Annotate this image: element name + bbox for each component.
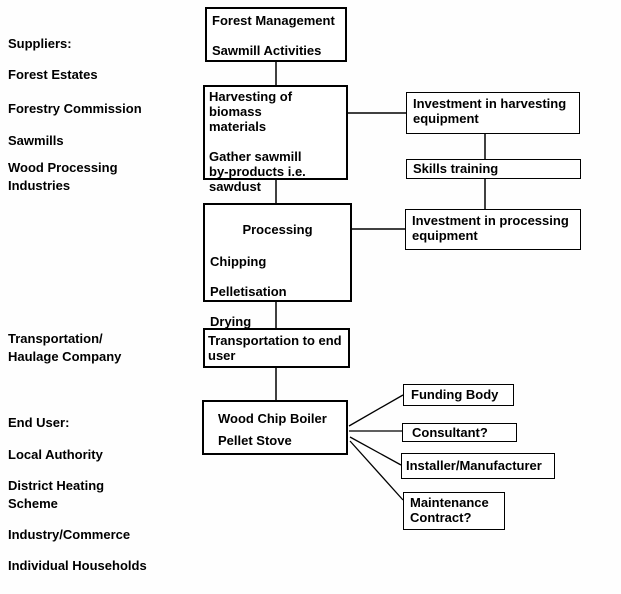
label-forest-estates: Forest Estates xyxy=(8,67,98,82)
connector-enduse-to-funding xyxy=(348,394,404,427)
box-maintenance-contract: Maintenance Contract? xyxy=(403,492,505,530)
connector-enduse-to-maintenance xyxy=(349,440,404,501)
box-wood-chip-boiler-pellet-stove: Wood Chip Boiler Pellet Stove xyxy=(202,400,348,455)
box-harvesting-biomass: Harvesting of biomass materials Gather s… xyxy=(203,85,348,194)
box-forest-management: Forest Management Sawmill Activities xyxy=(205,7,347,62)
box-investment-harvesting-equipment: Investment in harvesting equipment xyxy=(406,92,580,134)
box-funding-body: Funding Body xyxy=(403,384,514,406)
label-sawmills: Sawmills xyxy=(8,133,64,148)
box-consultant: Consultant? xyxy=(402,423,517,442)
box-processing-title: Processing xyxy=(242,222,313,237)
box-installer-manufacturer: Installer/Manufacturer xyxy=(401,453,555,479)
label-industry-commerce: Industry/Commerce xyxy=(8,527,131,542)
label-suppliers: Suppliers: xyxy=(8,36,72,51)
label-local-authority: Local Authority xyxy=(8,447,103,462)
label-wood-processing-industries: Wood Processing Industries xyxy=(8,160,118,193)
box-processing-body: Chipping Pelletisation Drying xyxy=(210,254,287,329)
label-end-user: End User: xyxy=(8,415,70,430)
label-individual-households: Individual Households xyxy=(8,558,147,573)
label-district-heating-scheme: District Heating Scheme xyxy=(8,478,105,511)
label-transportation-haulage: Transportation/ Haulage Company xyxy=(8,331,122,364)
box-skills-training: Skills training xyxy=(406,159,581,179)
box-investment-processing-equipment: Investment in processing equipment xyxy=(405,209,581,250)
box-processing: Processing Chipping Pelletisation Drying xyxy=(203,203,352,329)
connector-enduse-to-installer xyxy=(349,436,402,466)
box-transportation: Transportation to end user xyxy=(203,328,350,368)
label-forestry-commission: Forestry Commission xyxy=(8,101,142,116)
